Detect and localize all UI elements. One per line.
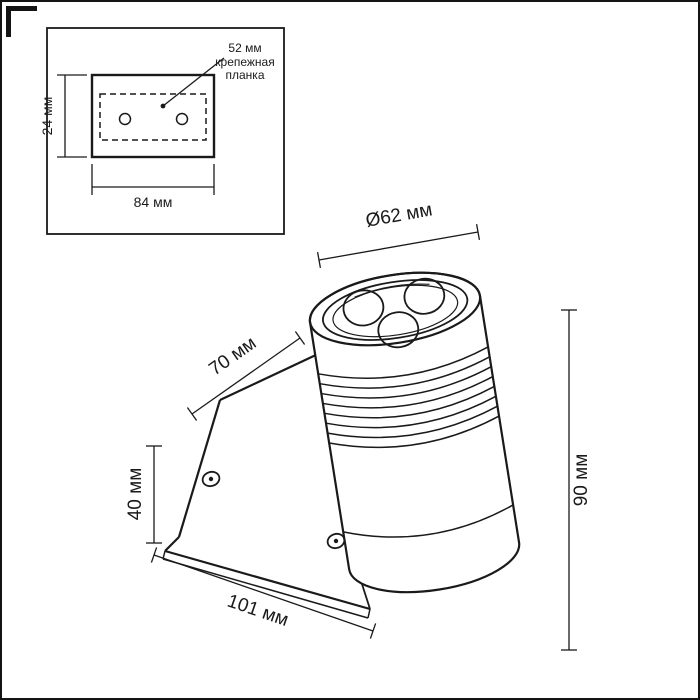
screw-hole-right [175,112,189,126]
fin-line [318,346,489,379]
bracket-lip-end-right [367,608,371,619]
bracket-corner-bend [164,536,180,552]
plate-caption-line1: крепежная [215,55,274,69]
dim-bracket-height-label: 40 мм [125,468,146,521]
inset-dim-52-label: 52 мм [228,41,261,55]
cylinder-silhouette [308,271,521,594]
inset-dim-24: 24 мм [39,74,87,158]
fin-line [324,385,495,419]
dim-tick [475,223,481,241]
dim-base-length-label: 101 мм [225,591,292,631]
fin-line [329,415,500,449]
dim-depth-label: 70 мм [205,333,260,380]
dim-diameter: Ø62 мм [316,199,481,269]
rim-highlight-arc [354,283,430,298]
led-lenses [342,277,446,349]
dim-tick [294,331,306,345]
fin-line [319,356,490,389]
screw-hole-left [118,112,132,126]
mounting-plate-inset: 52 мм крепежная планка 24 мм 84 мм [39,27,285,235]
bracket-screw-center-lower [333,538,339,544]
bracket-bottom-edge [164,549,371,611]
fin-line [327,405,498,439]
lamp-cylinder [308,271,521,594]
spotlight-view: Ø62 мм 70 мм 40 мм 90 мм [125,199,592,651]
dim-tick [186,407,198,421]
bracket-bottom-lip [162,558,369,619]
plate-caption-line2: планка [226,68,265,82]
dim-diameter-label: Ø62 мм [364,199,434,231]
led-lens [342,289,385,327]
dim-bracket-height-40: 40 мм [125,445,162,544]
dim-total-height-label: 90 мм [571,454,592,507]
inset-frame [46,27,285,235]
dim-base-length-101: 101 мм [150,547,377,639]
bracket-screw-center-upper [208,476,214,482]
corner-registration-mark [6,6,37,37]
dim-line [153,554,374,632]
dim-line [318,231,479,261]
dim-tick [369,623,377,639]
fin-line [321,365,492,399]
dim-line [191,337,301,415]
led-lens [377,311,420,349]
wall-bracket [162,353,371,619]
inset-dim-84-label: 84 мм [134,194,173,210]
leader-line [162,57,225,107]
mounting-plate-outline [90,73,216,159]
inset-dim-24-label: 24 мм [39,97,55,136]
inset-dim-84: 84 мм [91,164,215,210]
fin-line [322,375,494,409]
led-face-edge [332,284,459,338]
cooling-fins [318,346,500,449]
led-lens [403,277,446,315]
dim-tick [150,547,158,563]
bracket-top-edge [219,353,319,401]
fin-line [325,395,497,429]
bottom-seam [343,504,514,538]
dim-depth-70: 70 мм [186,331,306,421]
mounting-slot-dashed-outline [99,93,207,141]
dim-tick [316,251,322,269]
top-rim-outer [308,271,482,347]
dim-total-height-90: 90 мм [561,309,592,651]
top-rim-inner [322,279,469,341]
bracket-left-edge [177,399,222,538]
